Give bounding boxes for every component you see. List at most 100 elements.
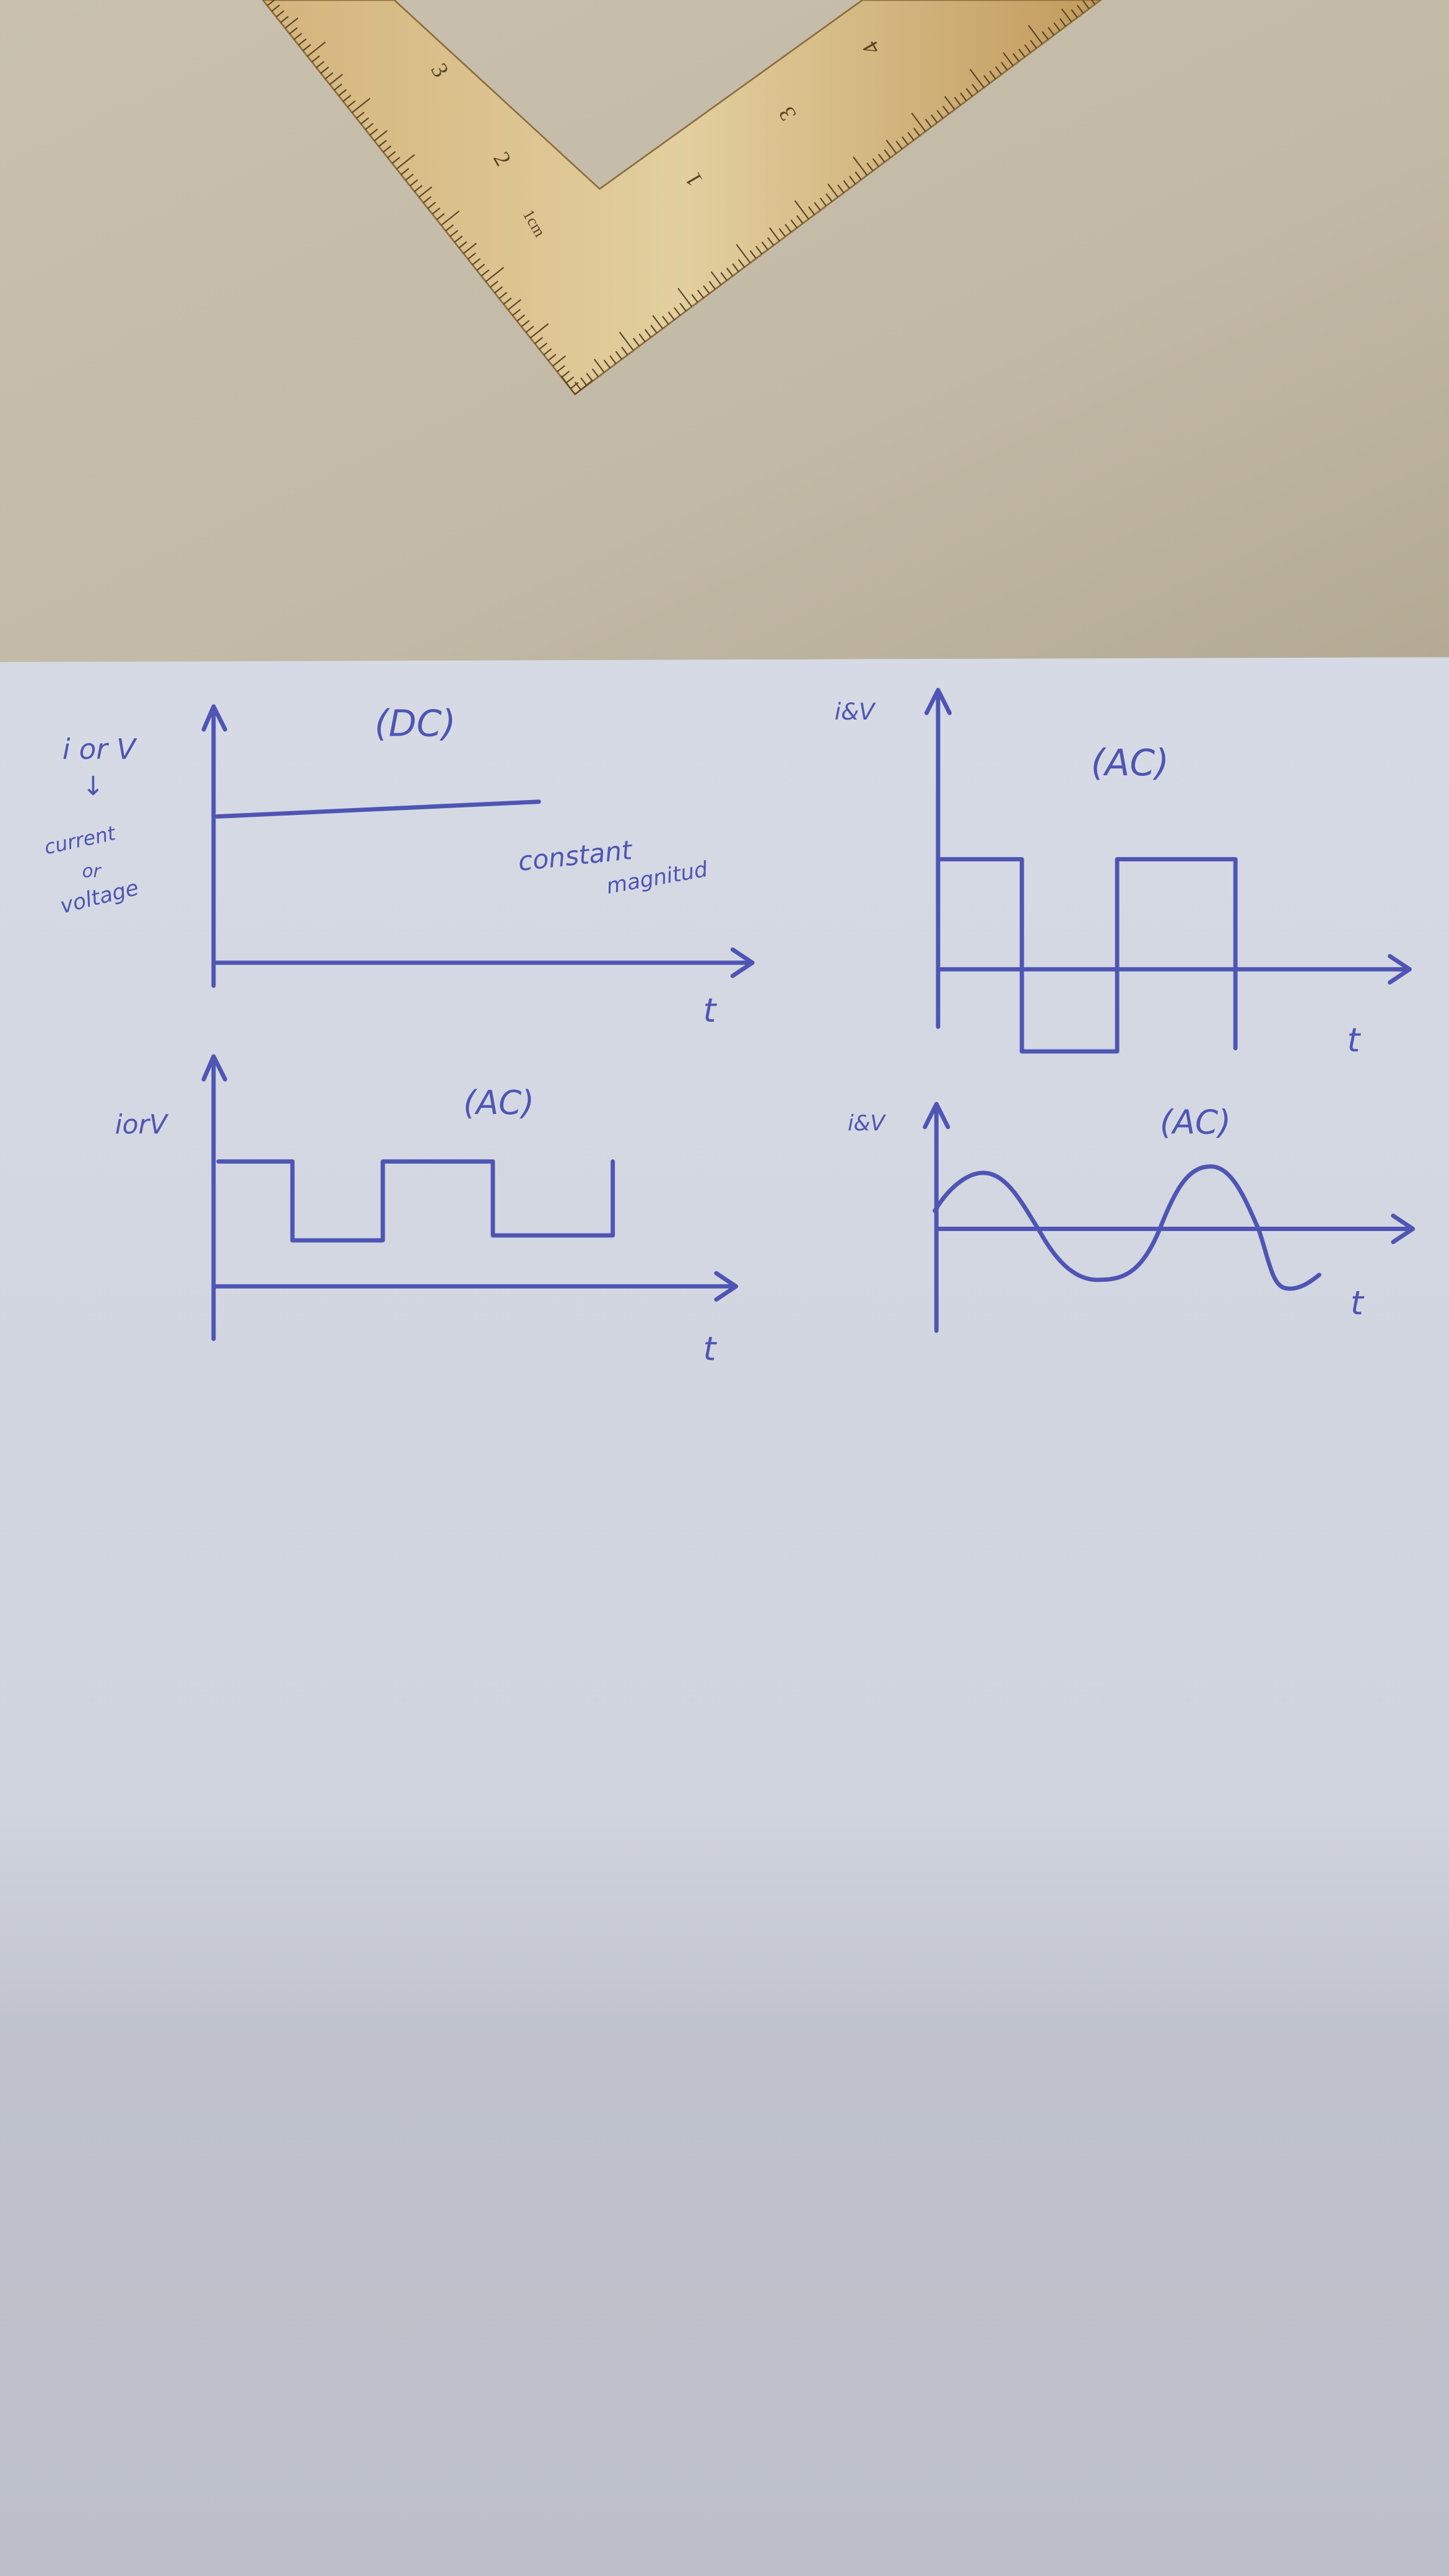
ruler-tick (925, 118, 932, 128)
ruler-tick (356, 111, 365, 119)
y-axis-label: i or V (63, 733, 137, 766)
ruler-tick (436, 213, 445, 220)
ruler-tick (440, 210, 460, 226)
ruler-tick (284, 17, 298, 29)
ruler-tick (557, 365, 565, 373)
ruler-tick (972, 84, 979, 93)
ruler-tick (907, 132, 915, 141)
ruler-tick (855, 171, 862, 180)
ruler-tick (574, 381, 581, 391)
ruler-tick (302, 44, 311, 51)
ruler-tick (267, 0, 276, 6)
ruler-tick (494, 286, 503, 294)
ruler-tick (609, 355, 617, 364)
ruler-tick (768, 227, 780, 242)
ruler-tick (619, 331, 634, 351)
ruler-tick (621, 346, 629, 355)
ruler-tick (652, 315, 663, 329)
ruler-tick (552, 355, 566, 367)
ruler-tick (1059, 18, 1066, 27)
ruler-tick (565, 376, 575, 384)
ruler-tick (1071, 9, 1078, 18)
ruler-tick (271, 4, 280, 12)
ruler-tick (450, 230, 459, 237)
x-axis-label: t (703, 1330, 718, 1368)
ruler-tick (561, 370, 570, 378)
ruler-tick (351, 98, 371, 113)
ruler-tick (369, 128, 378, 136)
graph-title: (AC) (1091, 742, 1169, 784)
ruler-tick (603, 359, 611, 368)
ruler-tick (516, 314, 526, 322)
ruler-tick (586, 373, 593, 382)
ruler-tick (401, 168, 409, 175)
ruler-tick (525, 325, 534, 333)
ruler-tick (391, 157, 401, 164)
ac-square-wave-graph: (AC) i&V t (835, 687, 1412, 1060)
ruler-tick (761, 241, 768, 250)
ruler-tick (749, 250, 757, 259)
ruler-tick (539, 342, 548, 350)
ruler-tick (662, 316, 669, 325)
ruler-tick (1042, 31, 1049, 40)
ruler-tick (989, 70, 996, 79)
ruler-tick (338, 89, 347, 97)
y-axis-label: iorV (115, 1110, 169, 1141)
ruler-tick (543, 348, 552, 355)
ruler-tick (778, 228, 786, 237)
ruler-tick (911, 112, 926, 132)
ruler-tick (373, 130, 388, 142)
ruler-tick (942, 105, 950, 115)
ruler-tick (593, 359, 605, 373)
ruler-tick (767, 237, 775, 246)
ruler-tick (872, 158, 879, 167)
ruler-tick (1047, 27, 1055, 36)
ruler-tick (1001, 61, 1008, 71)
ruler-tick (490, 281, 498, 288)
ruler-tick (814, 202, 821, 211)
graph-title: (DC) (375, 703, 456, 745)
ruler-tick (679, 302, 687, 311)
ruler-tick (298, 38, 307, 46)
x-axis-label: t (1347, 1021, 1362, 1060)
ruler-tick (755, 245, 763, 255)
ruler-tick (638, 333, 646, 342)
ruler-tick (1018, 48, 1025, 58)
ruler-tick (534, 337, 543, 344)
ruler-tick (615, 350, 622, 360)
ruler-tick (289, 27, 298, 35)
ruler-tick (848, 175, 856, 185)
ruler-tick (329, 74, 343, 85)
ruler-tick (427, 201, 437, 209)
ruler-tick (794, 200, 809, 220)
ac-pulse-wave-graph: (AC) iorV t (115, 1054, 739, 1368)
ruler-tick (409, 179, 419, 187)
ruler-tick (878, 154, 886, 163)
ruler-tick (1076, 4, 1084, 14)
ruler-tick (423, 196, 432, 204)
ruler-tick (521, 320, 530, 328)
ruler-tick (931, 114, 938, 123)
ruler-tick (378, 139, 387, 147)
ruler-tick (580, 377, 588, 386)
ruler-tick (954, 97, 962, 106)
ruler-tick (316, 61, 324, 68)
ruler-tick (387, 150, 396, 159)
ruler-tick (732, 263, 739, 272)
arrow-down-icon: ↓ (82, 772, 105, 802)
ruler-tick (481, 269, 490, 277)
ruler-tick (969, 69, 985, 89)
ruler-tick (1024, 44, 1032, 53)
ruler-tick (913, 127, 920, 136)
ruler-tick (476, 263, 485, 271)
ruler-tick (1061, 8, 1073, 23)
ruler-tick (644, 329, 652, 338)
ruler-tick (591, 368, 599, 378)
ruler-tick (965, 88, 973, 97)
ruler-tick (418, 186, 432, 198)
y-axis-note: or (82, 861, 102, 882)
ruler-tick (396, 154, 416, 170)
ruler-tick (311, 55, 320, 63)
ruler-tick (383, 145, 391, 153)
ruler-tick (324, 72, 334, 80)
